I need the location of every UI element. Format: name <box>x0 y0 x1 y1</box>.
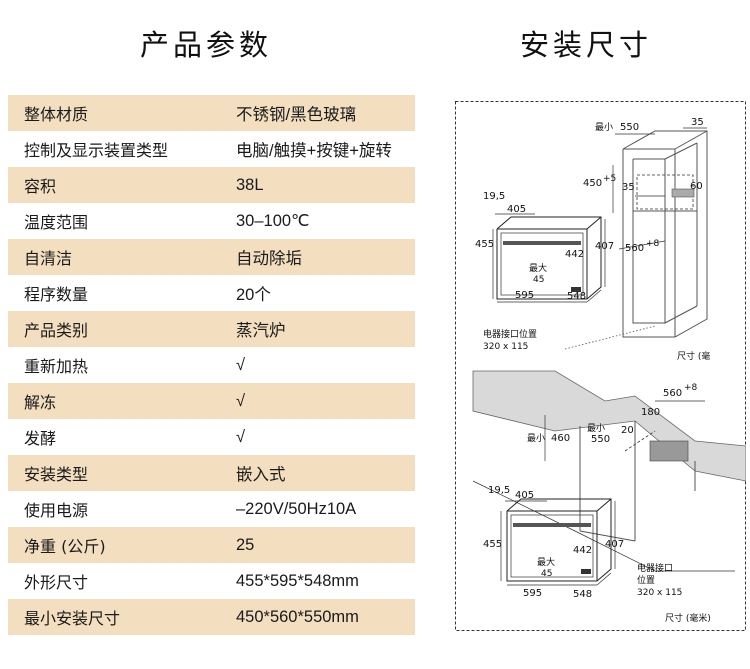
spec-row: 使用电源 –220V/50Hz10A <box>8 491 415 527</box>
dim-450: 450 <box>583 178 602 189</box>
spec-row: 产品类别 蒸汽炉 <box>8 311 415 347</box>
spec-label: 容积 <box>24 177 57 196</box>
dim-35-top: 35 <box>691 117 704 128</box>
dim-45-b: 45 <box>541 569 552 579</box>
product-params-heading: 产品参数 <box>140 28 273 62</box>
tall-cabinet-drawing <box>622 130 708 338</box>
spec-row: 控制及显示装置类型 电脑/触摸+按键+旋转 <box>8 131 415 167</box>
spec-label: 温度范围 <box>24 213 89 232</box>
install-size-heading: 安装尺寸 <box>520 28 653 62</box>
dim-180: 180 <box>641 407 660 418</box>
dim-595-b: 595 <box>523 588 542 599</box>
spec-row: 最小安装尺寸 450*560*550mm <box>8 599 415 635</box>
dim-405: 405 <box>507 204 526 215</box>
dim-35-mid: 35 <box>622 182 635 193</box>
dim-407-b: 407 <box>605 539 624 550</box>
dim-442-b: 442 <box>573 545 592 556</box>
spec-label: 净重 (公斤) <box>24 537 106 556</box>
dim-548: 548 <box>567 291 586 302</box>
dim-595: 595 <box>515 290 534 301</box>
under-counter-drawing <box>472 370 746 572</box>
spec-label: 产品类别 <box>24 321 89 340</box>
dim-60: 60 <box>690 181 703 192</box>
spec-value: √ <box>236 427 246 446</box>
spec-row: 温度范围 30–100℃ <box>8 203 415 239</box>
dim-min-b: 最小 <box>527 433 545 444</box>
spec-value: 自动除垢 <box>236 250 302 268</box>
spec-row: 容积 38L <box>8 167 415 203</box>
spec-value: 455*595*548mm <box>236 571 359 590</box>
installation-diagram: 最小 550 35 450 +5 35 60 560 +8 19,5 405 4… <box>455 101 746 631</box>
spec-value: √ <box>236 355 246 374</box>
dim-460: 460 <box>551 433 570 444</box>
dim-548-b: 548 <box>573 589 592 600</box>
dim-19-5-b: 19,5 <box>488 485 510 496</box>
spec-value: 25 <box>236 535 255 554</box>
spec-label: 发酵 <box>24 429 57 448</box>
spec-label: 外形尺寸 <box>24 573 89 592</box>
spec-row: 自清洁 自动除垢 <box>8 239 415 275</box>
dim-min-top: 最小 <box>595 122 613 133</box>
spec-label: 安装类型 <box>24 465 89 484</box>
socket-label-b: 电器接口 <box>637 562 673 574</box>
dim-442: 442 <box>565 249 584 260</box>
spec-row: 重新加热 √ <box>8 347 415 383</box>
dim-min-b2: 最小 <box>587 423 605 434</box>
dim-560: 560 <box>625 243 644 254</box>
spec-value: 20个 <box>236 286 271 304</box>
spec-row: 解冻 √ <box>8 383 415 419</box>
dim-550-top: 550 <box>620 122 639 133</box>
spec-label: 整体材质 <box>24 105 89 124</box>
dim-560-tol: +8 <box>646 239 660 249</box>
spec-label: 控制及显示装置类型 <box>24 141 169 160</box>
dim-20: 20 <box>621 425 634 436</box>
dim-407: 407 <box>595 241 614 252</box>
dim-450-tol: +5 <box>603 174 616 184</box>
spec-row: 外形尺寸 455*595*548mm <box>8 563 415 599</box>
spec-label: 解冻 <box>24 393 57 412</box>
spec-value: 嵌入式 <box>236 466 286 484</box>
socket-size-top: 320 x 115 <box>483 342 528 352</box>
spec-value: –220V/50Hz10A <box>236 499 357 518</box>
spec-row: 净重 (公斤) 25 <box>8 527 415 563</box>
dim-550-b: 550 <box>591 434 610 445</box>
spec-label: 使用电源 <box>24 501 89 520</box>
unit-label-b: 尺寸 (毫米) <box>665 612 711 624</box>
dim-45: 45 <box>533 275 544 285</box>
diagram-frame <box>455 101 746 631</box>
dim-560-b-tol: +8 <box>684 383 698 393</box>
oven-unit-drawing <box>496 216 602 300</box>
spec-table: 整体材质 不锈钢/黑色玻璃控制及显示装置类型 电脑/触摸+按键+旋转容积 38L 温度范… <box>8 95 415 635</box>
unit-label-top: 尺寸 (毫 <box>677 350 710 362</box>
spec-label: 重新加热 <box>24 357 89 376</box>
spec-row: 安装类型 嵌入式 <box>8 455 415 491</box>
spec-value: 不锈钢/黑色玻璃 <box>236 106 357 124</box>
spec-label: 程序数量 <box>24 285 89 304</box>
dim-455-b: 455 <box>483 539 502 550</box>
dim-455: 455 <box>475 239 494 250</box>
socket-size-b: 320 x 115 <box>637 588 682 598</box>
spec-label: 自清洁 <box>24 249 73 268</box>
spec-value: √ <box>236 391 246 410</box>
spec-row: 整体材质 不锈钢/黑色玻璃 <box>8 95 415 131</box>
dim-560-b: 560 <box>663 388 682 399</box>
dim-405-b: 405 <box>515 490 534 501</box>
spec-value: 450*560*550mm <box>236 607 359 626</box>
spec-row: 程序数量 20个 <box>8 275 415 311</box>
dim-19-5: 19,5 <box>483 191 505 202</box>
spec-value: 38L <box>236 175 264 194</box>
spec-value: 蒸汽炉 <box>236 322 286 340</box>
dim-max-b: 最大 <box>537 556 555 568</box>
socket-label-top: 电器接口位置 <box>483 328 537 340</box>
spec-label: 最小安装尺寸 <box>24 609 121 628</box>
spec-row: 发酵 √ <box>8 419 415 455</box>
spec-value: 电脑/触摸+按键+旋转 <box>236 142 392 160</box>
spec-value: 30–100℃ <box>236 212 310 230</box>
socket-label-b2: 位置 <box>637 574 655 586</box>
oven-unit-drawing-b <box>506 498 612 582</box>
dim-max: 最大 <box>529 262 547 274</box>
